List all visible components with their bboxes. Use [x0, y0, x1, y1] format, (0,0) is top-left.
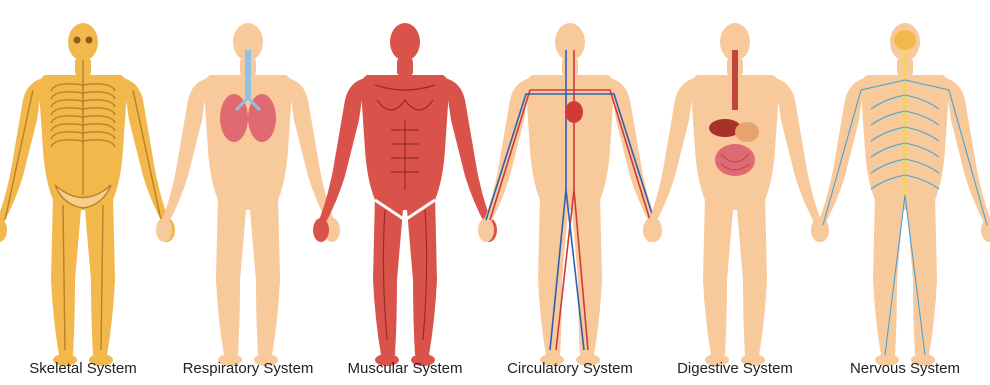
figure-circulatory — [478, 23, 662, 366]
figure-label-skeletal: Skeletal System — [29, 360, 137, 382]
body-silhouette — [313, 23, 497, 366]
brain — [894, 30, 916, 50]
figure-digestive — [643, 23, 827, 366]
figure-label-nervous: Nervous System — [850, 360, 960, 382]
bone-structure — [5, 37, 161, 351]
figure-label-circulatory: Circulatory System — [507, 360, 633, 382]
body-silhouette — [478, 23, 662, 366]
body-silhouette — [0, 23, 175, 366]
figure-respiratory — [156, 23, 340, 366]
figure-label-digestive: Digestive System — [677, 360, 793, 382]
figure-label-muscular: Muscular System — [347, 360, 462, 382]
figure-nervous — [813, 23, 990, 366]
figure-label-respiratory: Respiratory System — [183, 360, 314, 382]
heart — [565, 101, 583, 123]
figure-muscular — [313, 23, 497, 366]
body-silhouette — [813, 23, 990, 366]
nerves — [823, 30, 987, 355]
figure-skeletal — [0, 23, 175, 366]
